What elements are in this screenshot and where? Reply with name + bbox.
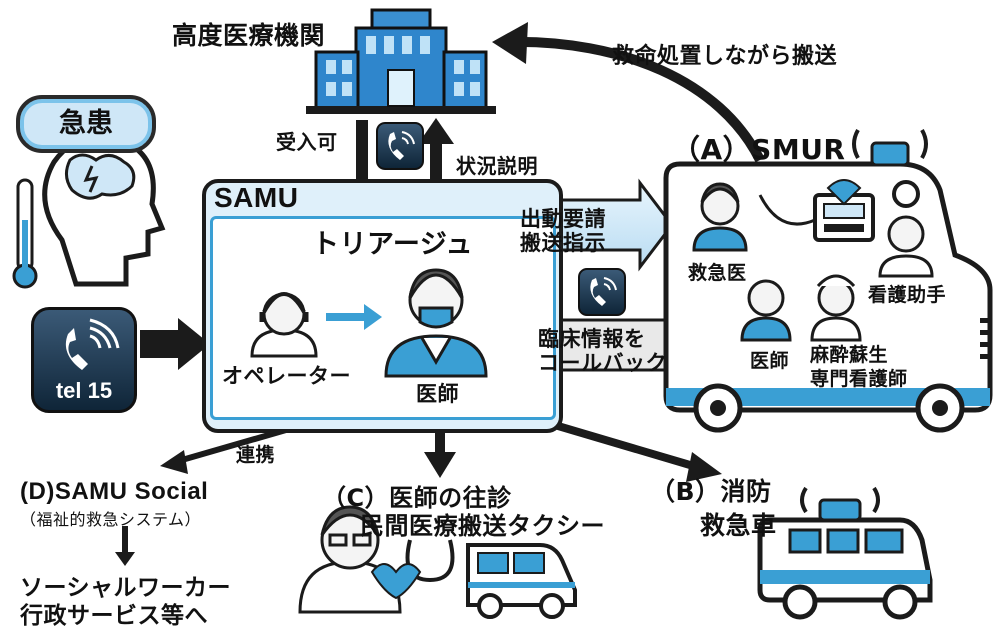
doctor-icon (384, 268, 488, 378)
monitor-icon (758, 179, 875, 242)
fire-ambulance-label-line1: （B）消防 (650, 477, 772, 506)
siren-icon (870, 141, 910, 167)
samu-inner-panel (210, 216, 556, 420)
operator-label: オペレーター (222, 364, 351, 388)
stethoscope-icon (370, 539, 455, 600)
ambulance-icon (757, 486, 933, 620)
smur-nurse-aide-label: 看護助手 (868, 284, 947, 306)
status-explanation-label: 状況説明 (456, 154, 538, 178)
phone-icon (578, 268, 626, 316)
callback-label-line2: コールバック (538, 351, 667, 375)
smur-anesthesia-nurse-line2: 専門看護師 (810, 368, 908, 390)
phone-icon (376, 122, 424, 170)
accept-label: 受入可 (276, 130, 338, 154)
triage-label: トリアージュ (312, 229, 473, 260)
operator-icon (250, 292, 318, 358)
dispatch-label-line1: 出動要請 (520, 207, 606, 231)
smur-anesthesia-nurse-line1: 麻酔蘇生 (810, 344, 889, 366)
social-worker-label-line2: 行政サービス等へ (20, 603, 208, 629)
taxi-icon (466, 543, 577, 619)
samu-title: SAMU (214, 182, 299, 213)
phone-icon: tel 15 (31, 307, 137, 413)
social-worker-label-line1: ソーシャルワーカー (20, 575, 232, 601)
smur-emergency-doctor-label: 救急医 (688, 262, 747, 284)
smur-title: （A）SMUR (672, 133, 846, 166)
arrow-icon (326, 304, 382, 330)
doctor-label: 医師 (416, 382, 459, 406)
samu-social-label-line2: （福祉的救急システム） (20, 510, 202, 529)
doctor-icon (692, 182, 934, 342)
thermometer-icon (12, 178, 38, 289)
smur-doctor-label: 医師 (750, 350, 790, 372)
callback-label-line1: 臨床情報を (538, 327, 646, 351)
transport-label: 救命処置しながら搬送 (612, 44, 838, 69)
samu-figures (250, 268, 488, 378)
house-call-label-line1: （C）医師の往診 (322, 484, 512, 512)
hospital-label: 高度医療機関 (172, 21, 326, 50)
fire-ambulance-label-line2: 救急車 (700, 511, 777, 540)
building-icon (306, 8, 496, 114)
cooperation-label: 連携 (236, 444, 276, 466)
phone-number-label: tel 15 (55, 378, 113, 403)
patient-badge: 急患 (16, 95, 156, 153)
dispatch-label-line2: 搬送指示 (520, 231, 606, 255)
brain-icon (42, 134, 166, 287)
samu-social-label-line1: (D)SAMU Social (20, 478, 209, 505)
house-call-label-line2: 民間医療搬送タクシー (360, 512, 605, 540)
